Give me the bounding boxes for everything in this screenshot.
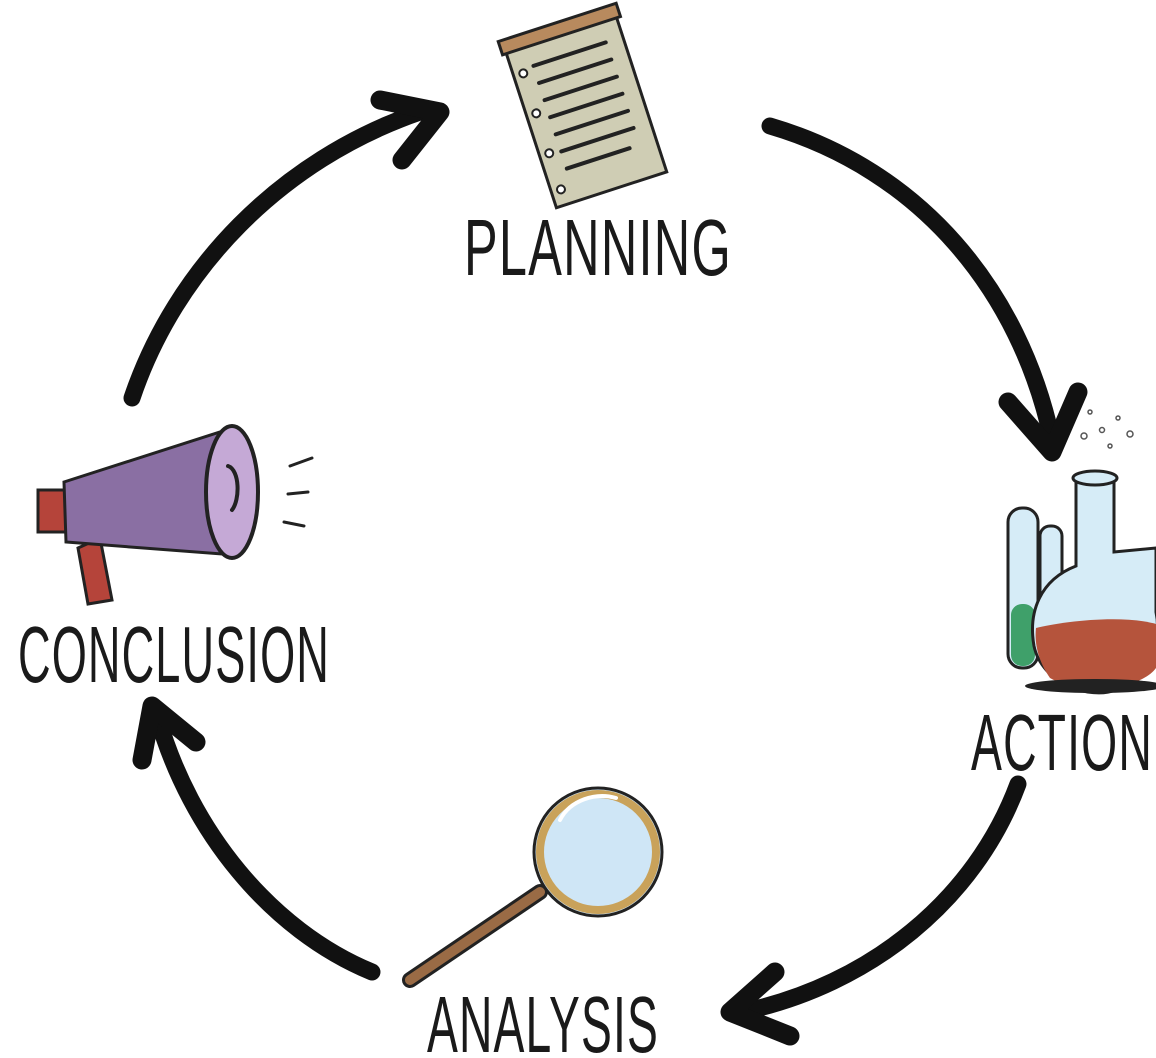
- arrowhead-planning-to-action: [998, 382, 1088, 462]
- arrow-conclusion-to-planning: [123, 103, 429, 407]
- stage-label-planning: PLANNING: [464, 203, 732, 292]
- arrowhead-analysis-to-conclusion: [132, 696, 206, 770]
- lab-flasks-icon: [1006, 409, 1156, 695]
- arrow-planning-to-action: [761, 117, 1061, 449]
- arrowhead-action-to-analysis: [720, 962, 800, 1046]
- cycle-arrows: [123, 90, 1088, 1046]
- arrowhead-conclusion-to-planning: [370, 90, 450, 170]
- stage-label-action: ACTION: [971, 698, 1153, 787]
- arrow-action-to-analysis: [733, 775, 1027, 1021]
- arrow-analysis-to-conclusion: [149, 709, 381, 981]
- stage-label-analysis: ANALYSIS: [427, 980, 659, 1058]
- megaphone-icon: [36, 424, 314, 606]
- stage-label-conclusion: CONCLUSION: [18, 610, 330, 699]
- magnifying-glass-icon: [402, 786, 664, 988]
- notepad-icon: [496, 1, 669, 210]
